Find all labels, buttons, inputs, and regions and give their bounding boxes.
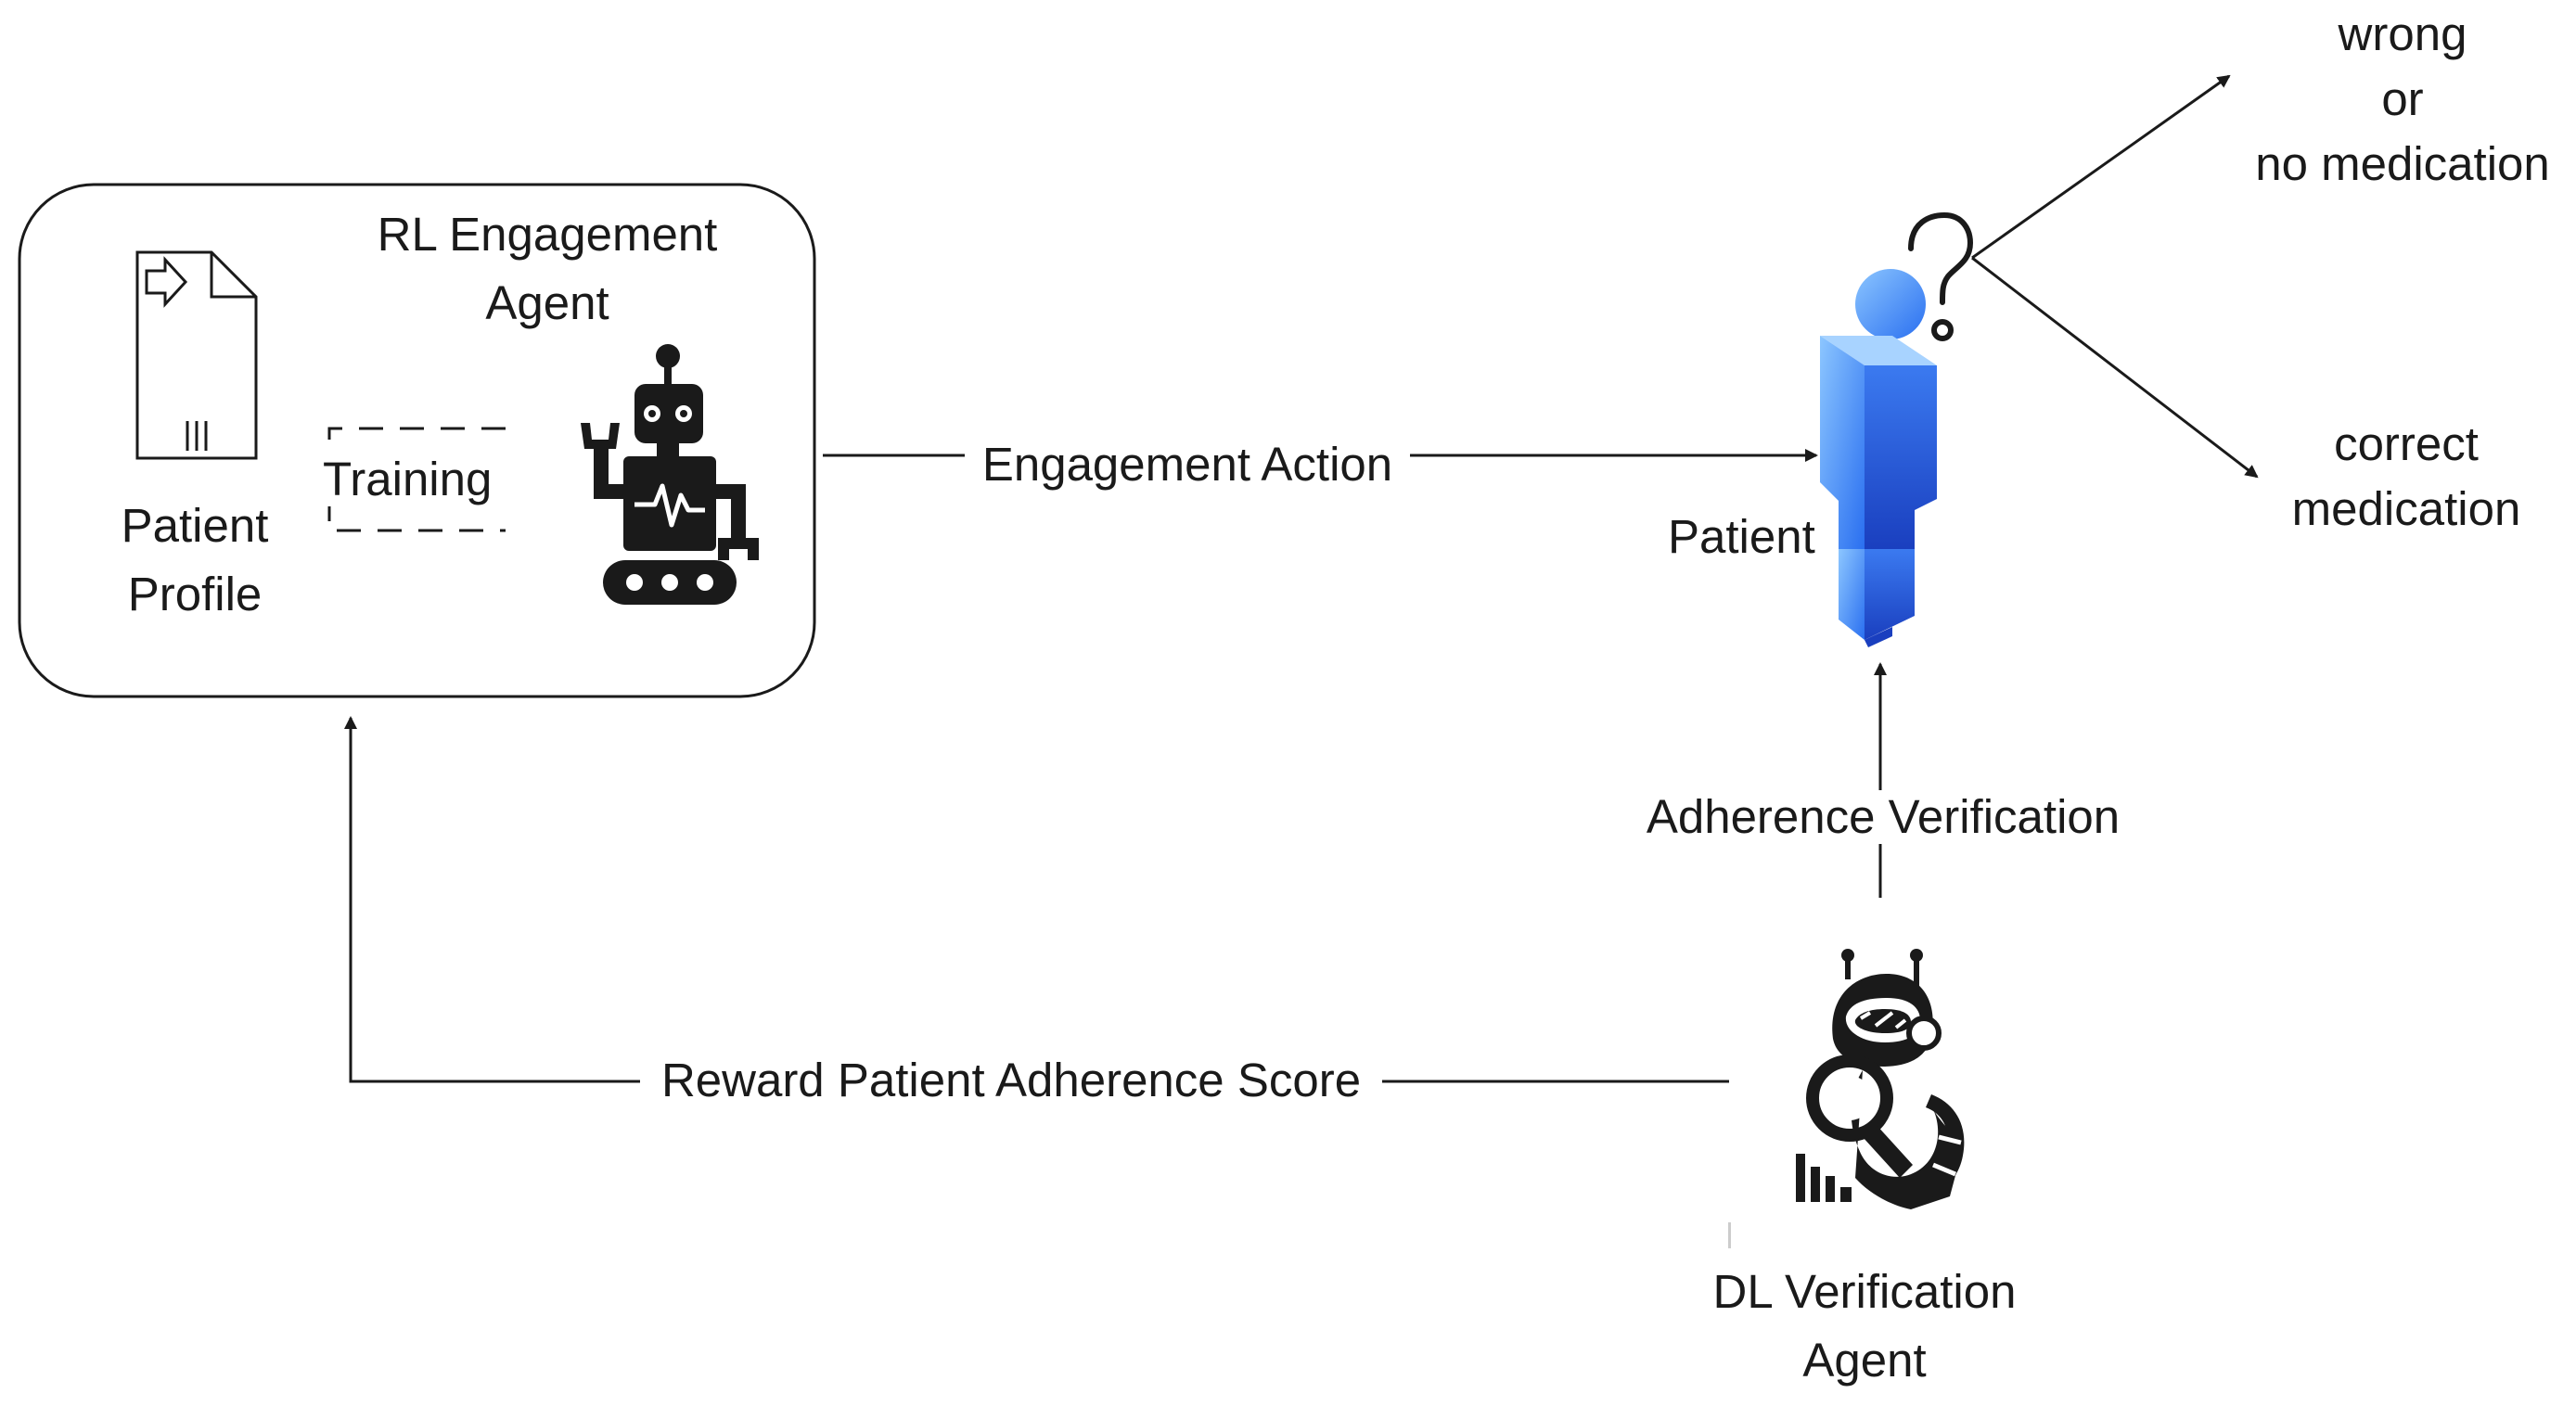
training-label: Training (323, 453, 496, 506)
outcome-correct-line2: medication (2291, 482, 2521, 535)
wrong-medication-arrow (1971, 74, 2231, 260)
question-mark-icon (1908, 211, 1974, 341)
rl-agent-title-line1: RL Engagement (377, 208, 718, 261)
dl-agent-label-line1: DL Verification (1712, 1265, 2017, 1318)
reward-arrow (344, 716, 1729, 1083)
document-icon (135, 250, 258, 460)
outcome-wrong-line1: wrong (2338, 7, 2467, 60)
rl-agent-title-line2: Agent (485, 276, 609, 329)
rl-agent-box (18, 183, 816, 698)
bar-chart-icon (1796, 1154, 1852, 1202)
reward-label: Reward Patient Adherence Score (640, 1054, 1382, 1107)
patient-profile-label-line2: Profile (127, 568, 263, 620)
engagement-action-label: Engagement Action (965, 438, 1410, 492)
outcome-wrong-line3: no medication (2255, 137, 2550, 190)
outcome-correct-line1: correct (2334, 417, 2479, 470)
adherence-verification-label: Adherence Verification (1596, 790, 2171, 844)
patient-profile-label-line1: Patient (121, 499, 269, 552)
outcome-wrong-line2: or (2381, 72, 2424, 125)
patient-label: Patient (1668, 510, 1815, 564)
correct-medication-arrow (1971, 256, 2259, 479)
small-divider (1728, 1222, 1731, 1248)
dl-robot-icon (1806, 949, 1965, 1209)
dl-agent-label-line2: Agent (1802, 1334, 1927, 1387)
patient-figure-icon (1820, 269, 1937, 647)
robot-icon (581, 344, 759, 605)
